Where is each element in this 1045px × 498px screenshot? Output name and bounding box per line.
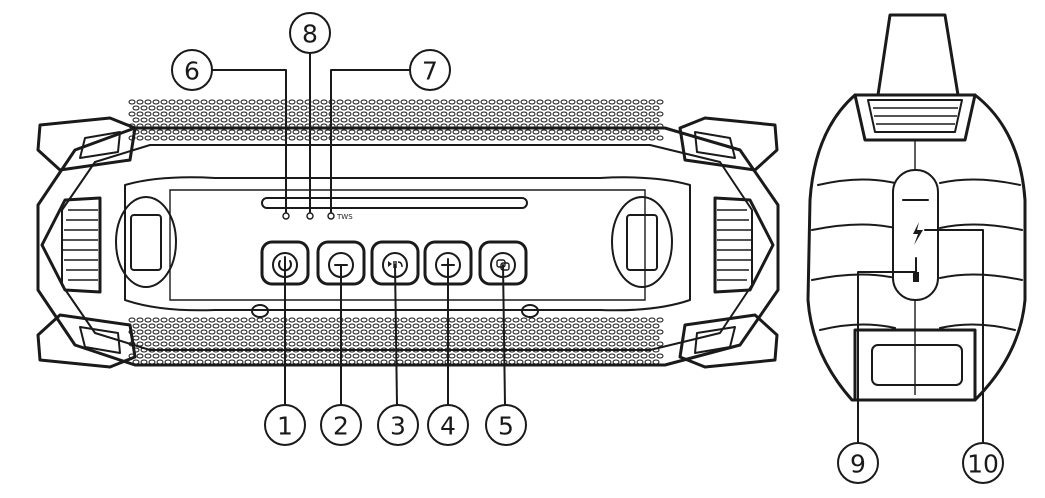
indicator-led-8 bbox=[306, 212, 314, 220]
svg-text:2: 2 bbox=[333, 412, 349, 441]
speaker-body-outline bbox=[36, 126, 780, 367]
led-slot bbox=[261, 197, 528, 209]
strap bbox=[876, 13, 960, 97]
control-panel bbox=[124, 176, 691, 312]
callout-9: 9 bbox=[837, 442, 879, 484]
callout-3: 3 bbox=[377, 404, 419, 446]
callout-5: 5 bbox=[485, 404, 527, 446]
bumper-top-right bbox=[678, 116, 779, 172]
bumper-bottom-right bbox=[678, 313, 779, 369]
callout-8: 8 bbox=[289, 12, 331, 54]
svg-text:1: 1 bbox=[277, 412, 293, 441]
screw-hole-left bbox=[251, 304, 269, 318]
bottom-clamp bbox=[853, 328, 977, 402]
charging-bolt-icon bbox=[913, 222, 923, 245]
svg-text:5: 5 bbox=[498, 412, 514, 441]
speaker-side-view bbox=[806, 13, 1027, 402]
left-grip bbox=[40, 196, 102, 294]
aux-jack-icon bbox=[913, 257, 919, 282]
indicator-led-7 bbox=[327, 212, 335, 220]
tws-indicator-label: TWS bbox=[336, 213, 353, 221]
right-radiator bbox=[611, 196, 673, 288]
svg-text:4: 4 bbox=[440, 412, 456, 441]
leader-lines bbox=[211, 51, 984, 446]
bumper-bottom-left bbox=[36, 313, 137, 369]
grille-top bbox=[128, 99, 664, 141]
speaker-front-view: TWS bbox=[36, 99, 780, 369]
control-panel-inner bbox=[169, 189, 646, 301]
right-grip bbox=[713, 196, 775, 294]
svg-text:9: 9 bbox=[850, 450, 866, 479]
left-radiator bbox=[115, 196, 177, 288]
svg-text:6: 6 bbox=[184, 57, 200, 86]
callout-2: 2 bbox=[320, 404, 362, 446]
svg-text:10: 10 bbox=[967, 450, 999, 479]
bumper-top-left bbox=[36, 116, 137, 172]
svg-text:8: 8 bbox=[302, 20, 318, 49]
callout-1: 1 bbox=[264, 404, 306, 446]
port-cover bbox=[892, 169, 939, 301]
callouts: 6 8 7 1 2 3 4 5 bbox=[171, 12, 1004, 484]
callout-10: 10 bbox=[962, 442, 1004, 484]
indicator-led-6 bbox=[282, 212, 290, 220]
top-clamp bbox=[853, 93, 977, 142]
screw-hole-right bbox=[521, 304, 539, 318]
svg-text:7: 7 bbox=[422, 57, 438, 86]
mode-icon bbox=[496, 259, 510, 271]
svg-text:3: 3 bbox=[390, 412, 406, 441]
callout-7: 7 bbox=[409, 49, 451, 91]
callout-4: 4 bbox=[427, 404, 469, 446]
callout-6: 6 bbox=[171, 49, 213, 91]
